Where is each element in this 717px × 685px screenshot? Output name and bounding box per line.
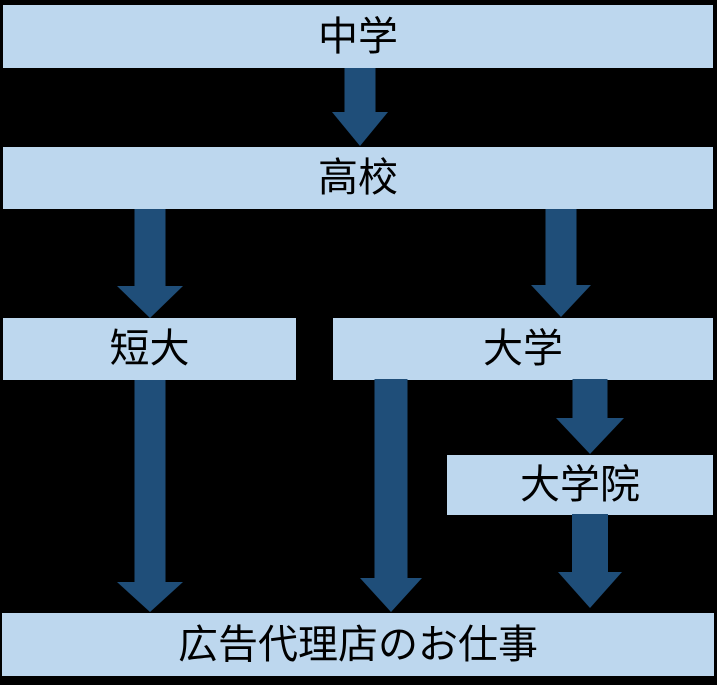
arrow-shaft bbox=[545, 209, 577, 285]
arrow-university-to-grad-school bbox=[556, 379, 624, 454]
arrow-shaft bbox=[344, 68, 375, 112]
arrow-head-icon bbox=[360, 578, 422, 612]
arrow-shaft bbox=[134, 380, 166, 582]
arrow-shaft bbox=[134, 209, 166, 286]
node-junior-college: 短大 bbox=[3, 318, 296, 380]
arrow-head-icon bbox=[556, 418, 624, 454]
arrow-high-school-to-junior-college bbox=[117, 209, 183, 318]
arrow-junior-high-to-high-school bbox=[331, 68, 388, 146]
arrow-university-to-ad-agency-job bbox=[360, 379, 422, 612]
arrow-high-school-to-university bbox=[531, 209, 591, 317]
arrow-head-icon bbox=[117, 582, 183, 612]
arrow-grad-school-to-ad-agency-job bbox=[558, 514, 622, 608]
node-university: 大学 bbox=[333, 318, 713, 380]
node-junior-high: 中学 bbox=[3, 5, 713, 68]
arrow-head-icon bbox=[558, 572, 622, 608]
node-ad-agency-job: 広告代理店のお仕事 bbox=[2, 613, 714, 676]
arrow-junior-college-to-ad-agency-job bbox=[117, 380, 183, 612]
arrow-head-icon bbox=[531, 285, 591, 317]
arrow-head-icon bbox=[117, 286, 183, 318]
arrow-head-icon bbox=[331, 112, 388, 146]
arrow-shaft bbox=[572, 379, 608, 418]
node-high-school: 高校 bbox=[3, 147, 713, 209]
node-grad-school: 大学院 bbox=[447, 455, 713, 515]
arrow-shaft bbox=[572, 514, 608, 572]
arrow-shaft bbox=[374, 379, 408, 578]
